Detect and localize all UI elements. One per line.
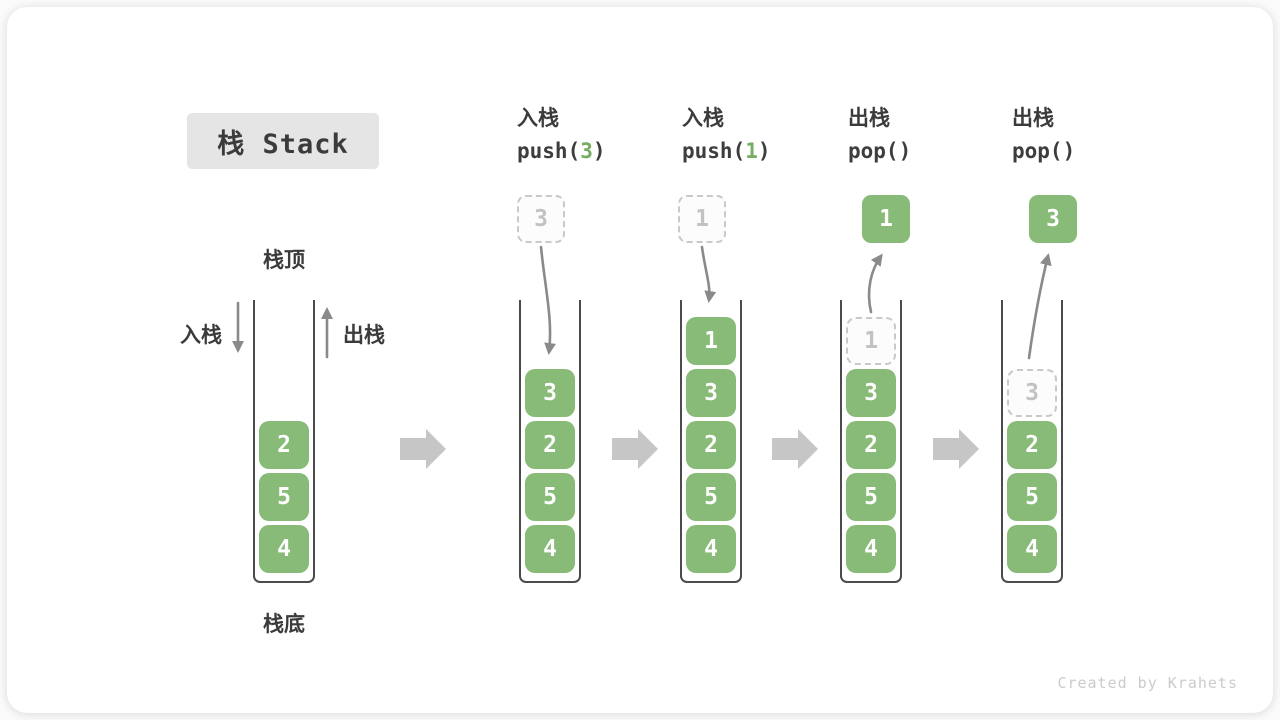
pop-side-label: 出栈 — [343, 324, 385, 347]
stack-cell: 3 — [525, 369, 575, 417]
stack-container-pop-1: 1 3 2 5 4 — [840, 300, 902, 583]
op-code: pop() — [1012, 134, 1182, 168]
stack-bottom-label: 栈底 — [263, 613, 305, 636]
code-arg: 3 — [580, 139, 593, 163]
code-pre: push( — [682, 139, 746, 163]
diagram-title: 栈 Stack — [187, 113, 379, 169]
op-label: 入栈 — [517, 107, 559, 130]
popped-value-box: 3 — [1029, 195, 1077, 243]
code-pre: pop( — [848, 139, 899, 163]
op-code: pop() — [848, 134, 1018, 168]
stack-cell: 4 — [259, 525, 309, 573]
stack-cell: 4 — [686, 525, 736, 573]
code-arg: 1 — [745, 139, 758, 163]
step-arrow-icon — [933, 429, 979, 469]
stack-cell: 2 — [525, 421, 575, 469]
stack-container-push-3: 3 2 5 4 — [519, 300, 581, 583]
stack-container-pop-3: 3 2 5 4 — [1001, 300, 1063, 583]
stack-cell: 5 — [686, 473, 736, 521]
code-post: ) — [592, 139, 606, 163]
stack-cell: 4 — [846, 525, 896, 573]
stack-cell: 1 — [686, 317, 736, 365]
stack-cell: 4 — [1007, 525, 1057, 573]
op-header-push-1: 入栈 push(1) — [682, 104, 852, 168]
step-arrow-icon — [400, 429, 446, 469]
stack-cell-removed: 3 — [1007, 369, 1057, 417]
incoming-value-box: 3 — [517, 195, 565, 243]
code-pre: push( — [517, 139, 581, 163]
op-label: 出栈 — [848, 107, 890, 130]
push-side-label: 入栈 — [180, 324, 222, 347]
step-arrow-icon — [612, 429, 658, 469]
popped-value-box: 1 — [862, 195, 910, 243]
op-header-pop-1: 出栈 pop() — [848, 104, 1018, 168]
op-label: 入栈 — [682, 107, 724, 130]
op-code: push(1) — [682, 134, 852, 168]
stack-cell: 2 — [1007, 421, 1057, 469]
code-post: ) — [898, 139, 912, 163]
stack-cell: 2 — [259, 421, 309, 469]
stack-cell-removed: 1 — [846, 317, 896, 365]
op-code: push(3) — [517, 134, 687, 168]
stack-cell: 5 — [1007, 473, 1057, 521]
op-header-push-3: 入栈 push(3) — [517, 104, 687, 168]
code-pre: pop( — [1012, 139, 1063, 163]
stack-top-label: 栈顶 — [263, 249, 305, 272]
stack-cell: 5 — [259, 473, 309, 521]
op-label: 出栈 — [1012, 107, 1054, 130]
stack-cell: 3 — [686, 369, 736, 417]
stack-cell: 2 — [686, 421, 736, 469]
op-header-pop-3: 出栈 pop() — [1012, 104, 1182, 168]
incoming-value-box: 1 — [678, 195, 726, 243]
code-post: ) — [757, 139, 771, 163]
stack-container-push-1: 1 3 2 5 4 — [680, 300, 742, 583]
stack-cell: 3 — [846, 369, 896, 417]
stack-cell: 5 — [846, 473, 896, 521]
step-arrow-icon — [772, 429, 818, 469]
watermark: Created by Krahets — [1057, 674, 1238, 692]
code-post: ) — [1062, 139, 1076, 163]
stack-cell: 5 — [525, 473, 575, 521]
stack-container-initial: 2 5 4 — [253, 300, 315, 583]
stack-cell: 2 — [846, 421, 896, 469]
stack-cell: 4 — [525, 525, 575, 573]
